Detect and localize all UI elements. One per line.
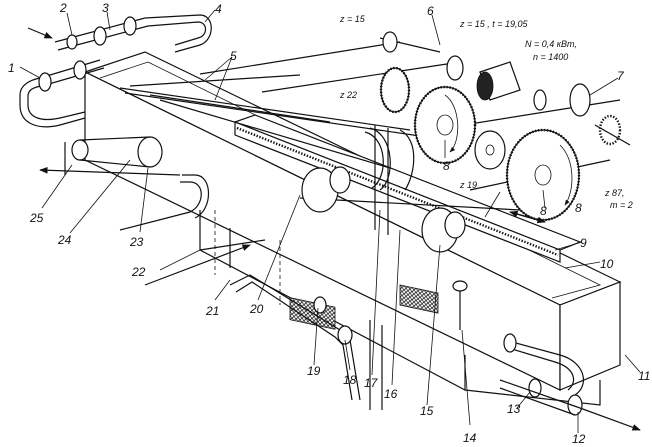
callout-14: 14	[463, 431, 477, 445]
spec-z22: z 22	[339, 90, 357, 100]
gear-upper	[413, 85, 477, 165]
spec-labels: z = 15 z = 15 , t = 19,05 N = 0,4 кВт, n…	[339, 14, 633, 210]
motor-7	[476, 61, 631, 146]
callout-25: 25	[29, 211, 44, 225]
callout-20: 20	[249, 302, 264, 316]
rollers	[301, 125, 466, 253]
spec-module: m = 2	[610, 200, 633, 210]
hidden-lines	[214, 210, 281, 305]
rack-9	[233, 114, 582, 263]
spec-z15-left: z = 15	[339, 14, 366, 24]
outlet-left	[39, 166, 251, 286]
spec-power: N = 0,4 кВт,	[525, 39, 577, 49]
callout-2: 2	[59, 1, 67, 15]
callout-16: 16	[384, 387, 398, 401]
callout-10: 10	[600, 257, 614, 271]
callout-8-upper: 8	[443, 159, 450, 173]
callout-17: 17	[364, 376, 379, 390]
callout-21: 21	[205, 304, 219, 318]
callout-8-right: 8	[540, 204, 547, 218]
callout-1: 1	[8, 61, 15, 75]
travel-arrow-back	[509, 210, 546, 223]
callout-8-lower: 8	[575, 201, 582, 215]
callout-7: 7	[617, 69, 625, 83]
leader-lines	[19, 9, 641, 433]
spec-z19: z 19	[459, 180, 477, 190]
callout-labels: 1 2 3 4 5 6 7 8 8 8 9 10 11 12 13 14 15 …	[8, 1, 650, 446]
outlet-right	[499, 333, 641, 431]
spec-z87: z 87,	[604, 188, 625, 198]
screen-right	[399, 284, 439, 314]
callout-13: 13	[507, 402, 521, 416]
callout-22: 22	[131, 265, 146, 279]
callout-15: 15	[420, 404, 434, 418]
callout-19: 19	[307, 364, 321, 378]
spec-speed: n = 1400	[533, 52, 568, 62]
sprocket-z15	[382, 31, 464, 81]
callout-24: 24	[57, 233, 72, 247]
callout-11: 11	[638, 369, 650, 383]
sprocket-z22	[379, 66, 411, 114]
bottom-piping	[229, 274, 468, 410]
left-drive	[64, 136, 163, 175]
callout-23: 23	[129, 235, 144, 249]
inlet-piping	[19, 14, 212, 128]
callout-12: 12	[572, 432, 586, 446]
callout-18: 18	[343, 373, 357, 387]
callout-4: 4	[215, 2, 222, 16]
callout-3: 3	[102, 1, 109, 15]
callout-6: 6	[427, 4, 434, 18]
callout-5: 5	[230, 49, 237, 63]
spec-z15-right: z = 15 , t = 19,05	[459, 19, 529, 29]
callout-9: 9	[580, 236, 587, 250]
gear-small	[474, 130, 506, 170]
guide-rods-5	[119, 74, 421, 191]
